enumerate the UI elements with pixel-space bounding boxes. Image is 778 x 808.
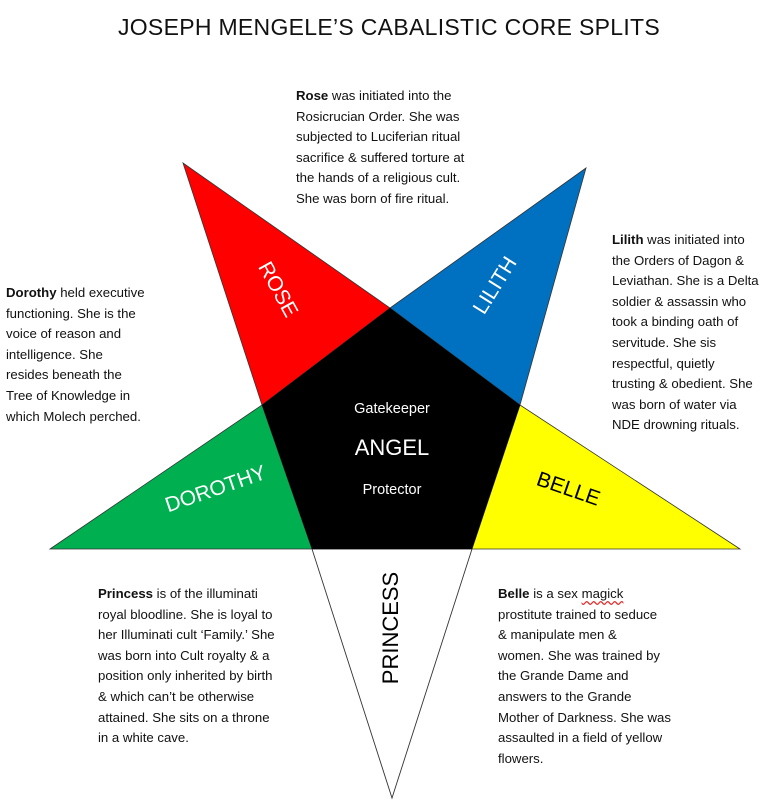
dorothy-desc-line-1: functioning. She is the <box>6 305 136 321</box>
dorothy-desc-line-4: resides beneath the <box>6 367 122 383</box>
princess-description: Princess is of the illuminati royal bloo… <box>98 584 310 749</box>
angel-center <box>262 308 520 549</box>
princess-desc-line-3: was born into Cult royalty & a <box>98 647 270 663</box>
belle-desc-line-2: women. She was trained by <box>498 647 660 663</box>
belle-desc-line-7: flowers. <box>498 750 544 766</box>
lilith-desc-name: Lilith <box>612 232 644 247</box>
belle-desc-first-pre: is a sex <box>529 586 582 601</box>
princess-label: PRINCESS <box>378 572 403 684</box>
lilith-desc-line-1: the Orders of Dagon & <box>612 252 744 268</box>
princess-desc-line-6: attained. She sits on a throne <box>98 709 270 725</box>
lilith-desc-line-7: trusting & obedient. She <box>612 376 753 392</box>
rose-desc-line-4: the hands of a religious cult. <box>296 170 461 186</box>
dorothy-description: Dorothy held executive functioning. She … <box>6 283 196 427</box>
angel-name-label: ANGEL <box>355 435 430 460</box>
rose-desc-line-2: subjected to Luciferian ritual <box>296 129 461 145</box>
belle-desc-line-1: & manipulate men & <box>498 627 617 643</box>
belle-desc-line-0: prostitute trained to seduce <box>498 606 658 622</box>
belle-desc-line-5: Mother of Darkness. She was <box>498 709 671 725</box>
princess-desc-line-2: her Illuminati cult ‘Family.’ She <box>98 627 275 643</box>
page-title: JOSEPH MENGELE’S CABALISTIC CORE SPLITS <box>117 14 661 40</box>
angel-protector-label: Protector <box>363 482 422 498</box>
princess-desc-line-0: is of the illuminati <box>153 586 258 601</box>
princess-desc-line-5: & which can’t be otherwise <box>98 688 255 704</box>
rose-desc-line-3: sacrifice & suffered torture at <box>296 149 465 165</box>
lilith-desc-line-4: took a binding oath of <box>612 314 739 330</box>
lilith-desc-line-0: was initiated into <box>643 232 745 247</box>
rose-description: Rose was initiated into the Rosicrucian … <box>296 86 516 210</box>
lilith-desc-line-3: soldier & assassin who <box>612 293 747 309</box>
belle-desc-line-4: answers to the Grande <box>498 688 632 704</box>
rose-desc-line-1: Rosicrucian Order. She was <box>296 108 460 124</box>
rose-desc-line-5: She was born of fire ritual. <box>296 190 450 206</box>
lilith-desc-line-2: Leviathan. She is a Delta <box>612 273 759 289</box>
lilith-desc-line-5: servitude. She sis <box>612 334 717 350</box>
lilith-desc-line: Lilith was initiated into <box>612 230 774 251</box>
dorothy-desc-line-0: held executive <box>56 285 145 300</box>
angel-gatekeeper-label: Gatekeeper <box>354 401 430 417</box>
dorothy-desc-line-5: Tree of Knowledge in <box>6 387 131 403</box>
dorothy-desc-line-2: voice of reason and <box>6 326 122 342</box>
princess-desc-line-1: royal bloodline. She is loyal to <box>98 606 273 622</box>
princess-desc-line-7: in a white cave. <box>98 730 189 746</box>
rose-desc-name: Rose <box>296 88 329 103</box>
rose-desc-line: Rose was initiated into the <box>296 86 516 107</box>
princess-desc-line: Princess is of the illuminati <box>98 584 310 605</box>
princess-desc-name: Princess <box>98 586 153 601</box>
dorothy-desc-line-6: which Molech perched. <box>6 408 141 424</box>
lilith-description: Lilith was initiated into the Orders of … <box>612 230 774 436</box>
rose-desc-line-0: was initiated into the <box>328 88 452 103</box>
belle-desc-line: Belle is a sex magick <box>498 584 698 605</box>
princess-desc-line-4: position only inherited by birth <box>98 668 273 684</box>
belle-desc-line-3: the Grande Dame and <box>498 668 629 684</box>
lilith-desc-line-8: was born of water via <box>612 396 737 412</box>
lilith-desc-line-6: respectful, quietly <box>612 355 715 371</box>
belle-desc-name: Belle <box>498 586 530 601</box>
dorothy-desc-line: Dorothy held executive <box>6 283 196 304</box>
lilith-desc-line-9: NDE drowning rituals. <box>612 417 740 433</box>
dorothy-desc-line-3: intelligence. She <box>6 346 103 362</box>
dorothy-desc-name: Dorothy <box>6 285 57 300</box>
belle-desc-line-6: assaulted in a field of yellow <box>498 730 663 746</box>
belle-desc-first-wavy: magick <box>581 586 624 601</box>
belle-description: Belle is a sex magick prostitute trained… <box>498 584 698 769</box>
